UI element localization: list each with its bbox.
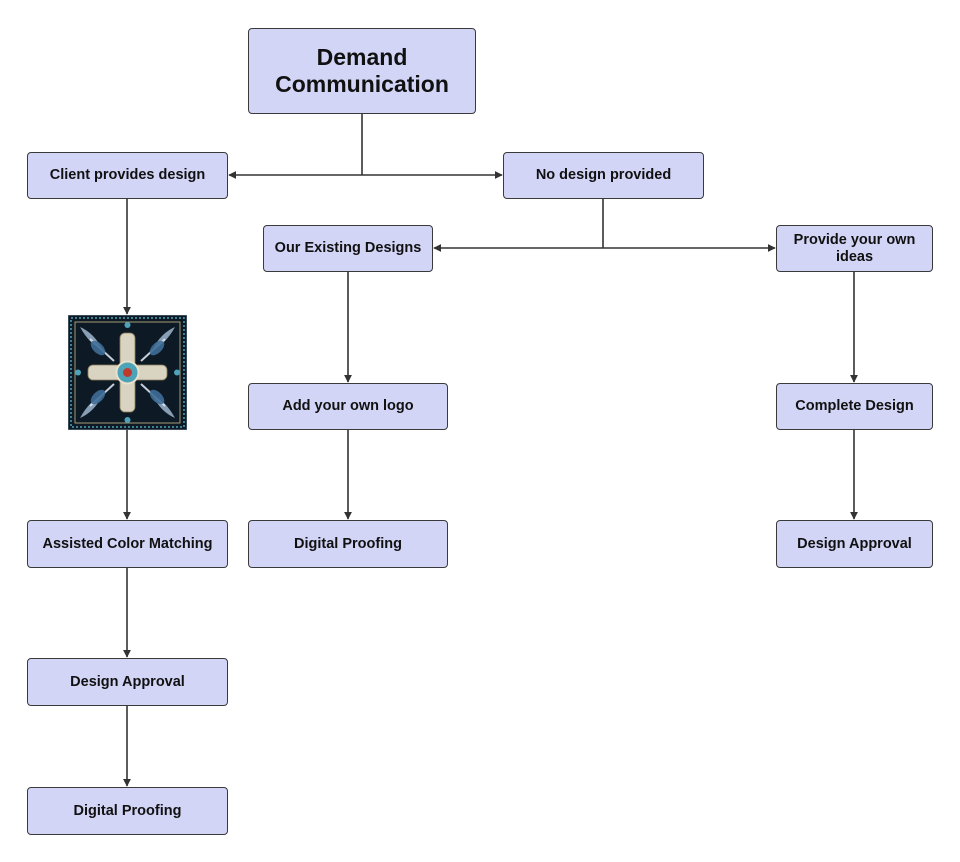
node-design-approval-right-label: Design Approval [797,535,912,552]
node-assisted-color-matching-label: Assisted Color Matching [42,535,213,552]
node-our-existing-designs[interactable]: Our Existing Designs [263,225,433,272]
node-digital-proofing-middle-label: Digital Proofing [294,535,402,552]
node-design-approval-right[interactable]: Design Approval [776,520,933,568]
node-demand-communication[interactable]: Demand Communication [248,28,476,114]
node-digital-proofing-left-label: Digital Proofing [73,802,182,819]
node-digital-proofing-left[interactable]: Digital Proofing [27,787,228,835]
scarf-design-image [68,315,187,430]
node-provide-your-own-ideas[interactable]: Provide your own ideas [776,225,933,272]
node-complete-design[interactable]: Complete Design [776,383,933,430]
node-digital-proofing-middle[interactable]: Digital Proofing [248,520,448,568]
node-complete-design-label: Complete Design [795,398,914,414]
node-provide-your-own-ideas-label: Provide your own ideas [793,231,916,265]
node-client-provides-design[interactable]: Client provides design [27,152,228,199]
node-design-approval-left[interactable]: Design Approval [27,658,228,706]
node-assisted-color-matching[interactable]: Assisted Color Matching [27,520,228,568]
node-demand-communication-label: Demand Communication [275,44,449,97]
node-design-approval-left-label: Design Approval [70,673,185,690]
node-no-design-provided[interactable]: No design provided [503,152,704,199]
node-add-your-own-logo-label: Add your own logo [282,398,414,414]
node-client-provides-design-label: Client provides design [49,167,206,183]
node-our-existing-designs-label: Our Existing Designs [274,240,422,256]
node-add-your-own-logo[interactable]: Add your own logo [248,383,448,430]
node-no-design-provided-label: No design provided [535,167,672,183]
